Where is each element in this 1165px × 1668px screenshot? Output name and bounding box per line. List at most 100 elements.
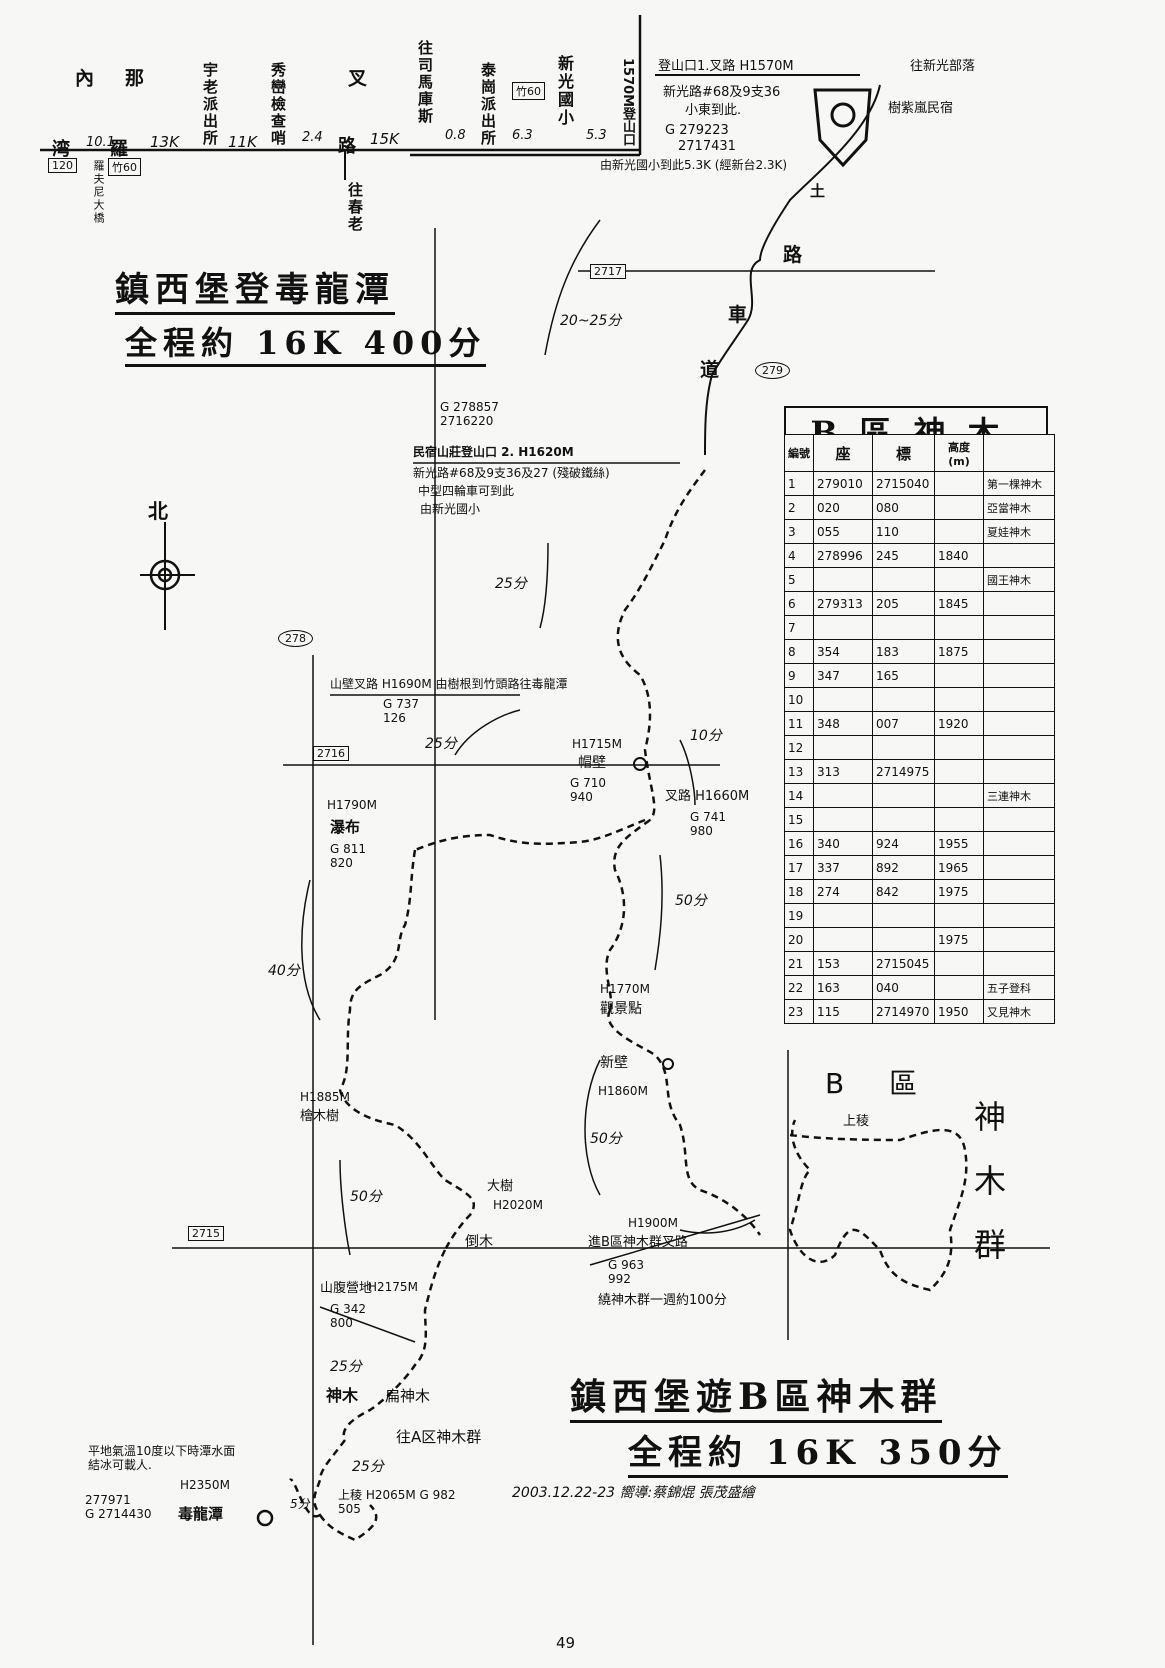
b-area-label: B 區 [825, 1067, 936, 1100]
time-label-4: 10分 [690, 728, 722, 744]
table-cell: 1920 [934, 711, 984, 736]
table-cell: 279010 [813, 471, 873, 496]
trailhead2-name: 民宿山莊登山口 2. H1620M [413, 445, 574, 459]
table-cell [813, 567, 873, 592]
table-cell [813, 783, 873, 808]
chalu-g: G 741 980 [690, 810, 727, 838]
table-cell [983, 855, 1055, 880]
dashu-name: 大樹 [487, 1179, 514, 1194]
table-cell [983, 807, 1055, 832]
maoding-g: G 710 940 [570, 776, 607, 804]
table-cell: 165 [872, 663, 935, 688]
table-cell [934, 495, 984, 520]
table-cell: 17 [784, 855, 814, 880]
table-cell: 19 [784, 903, 814, 928]
table-cell [872, 567, 935, 592]
table-cell: 20 [784, 927, 814, 952]
table-cell [813, 927, 873, 952]
table-cell: 1840 [934, 543, 984, 568]
table-cell: 國王神木 [983, 567, 1055, 592]
time-label-7: 50分 [350, 1189, 382, 1205]
table-cell [934, 951, 984, 976]
xinbi-marker [662, 1058, 674, 1070]
table-cell: 夏娃神木 [983, 519, 1055, 544]
b-table-header-no: 編號 [784, 434, 814, 472]
time-label-11: 5分 [290, 1497, 310, 1511]
grid-label-278: 278 [278, 630, 313, 647]
road-box-zhu60-b: 竹60 [512, 82, 545, 100]
north-compass [140, 522, 195, 630]
guanjing-h: H1770M [600, 982, 650, 996]
table-cell: 110 [872, 519, 935, 544]
table-cell [813, 735, 873, 760]
top-dist-3: 11K [228, 133, 257, 151]
grid-label-2716: 2716 [313, 746, 349, 761]
trailhead2-line4: 由新光國小 [420, 502, 481, 516]
table-row: 15 [784, 807, 1055, 832]
time-label-5: 50分 [675, 893, 707, 909]
to-a-area-label: 往A区神木群 [396, 1428, 482, 1446]
top-place-1: 內 [72, 68, 94, 89]
table-cell: 1 [784, 471, 814, 496]
chalu-name: 叉路 H1660M [665, 789, 750, 804]
b-junction-loop: 繞神木群一週約100分 [598, 1293, 727, 1308]
dulong-h: H2350M [180, 1478, 230, 1492]
table-cell [983, 687, 1055, 712]
table-cell: 1975 [934, 927, 984, 952]
h1885-h: H1885M [300, 1090, 350, 1104]
b-shangling: 上稜 [843, 1114, 870, 1129]
table-cell: 153 [813, 951, 873, 976]
table-cell [813, 807, 873, 832]
table-cell: 340 [813, 831, 873, 856]
table-cell: 15 [784, 807, 814, 832]
table-cell [872, 807, 935, 832]
time-label-2: 25分 [495, 576, 527, 592]
table-cell: 22 [784, 975, 814, 1000]
table-cell [872, 927, 935, 952]
shanmuding-h: H2175M [368, 1280, 418, 1294]
table-cell: 020 [813, 495, 873, 520]
trailhead2-line2: 新光路#68及9支36及27 (殘破鐵絲) [413, 466, 610, 480]
pubi-name: 瀑布 [330, 818, 361, 836]
table-cell [983, 591, 1055, 616]
table-cell [872, 687, 935, 712]
trailhead1-line3: 小東到此. [685, 103, 742, 118]
table-row: 12 [784, 735, 1055, 760]
table-cell [983, 759, 1055, 784]
trailhead-symbol [813, 88, 872, 168]
dulong-name: 毒龍潭 [178, 1505, 224, 1523]
table-cell [983, 927, 1055, 952]
shangling-label: 上稜 H2065M G 982 505 [338, 1488, 456, 1516]
table-cell: 1975 [934, 879, 984, 904]
time-label-8: 50分 [590, 1131, 622, 1147]
title2-line1: 鎮西堡遊B區神木群 [570, 1368, 943, 1423]
table-cell: 五子登科 [983, 975, 1055, 1000]
table-cell [983, 543, 1055, 568]
table-cell: 11 [784, 711, 814, 736]
road-box-120: 120 [48, 158, 77, 173]
top-place-2: 那 [122, 68, 144, 89]
dulong-note: 平地氣溫10度以下時潭水面 結冰可載人. [88, 1444, 236, 1472]
time-arrows [301, 219, 756, 1256]
table-cell: 亞當神木 [983, 495, 1055, 520]
table-cell [983, 903, 1055, 928]
top-dist-8: 5.3 [586, 128, 607, 143]
table-cell [813, 903, 873, 928]
pubi-g: G 811 820 [330, 842, 367, 870]
xinbi-name: 新壁 [600, 1055, 628, 1071]
top-dist-4: 2.4 [302, 130, 323, 145]
b-table-header-name [983, 434, 1055, 472]
table-cell: 21 [784, 951, 814, 976]
dashed-trail [288, 469, 968, 1542]
time-label-10: 25分 [352, 1459, 384, 1475]
table-cell: 5 [784, 567, 814, 592]
table-cell: 2 [784, 495, 814, 520]
